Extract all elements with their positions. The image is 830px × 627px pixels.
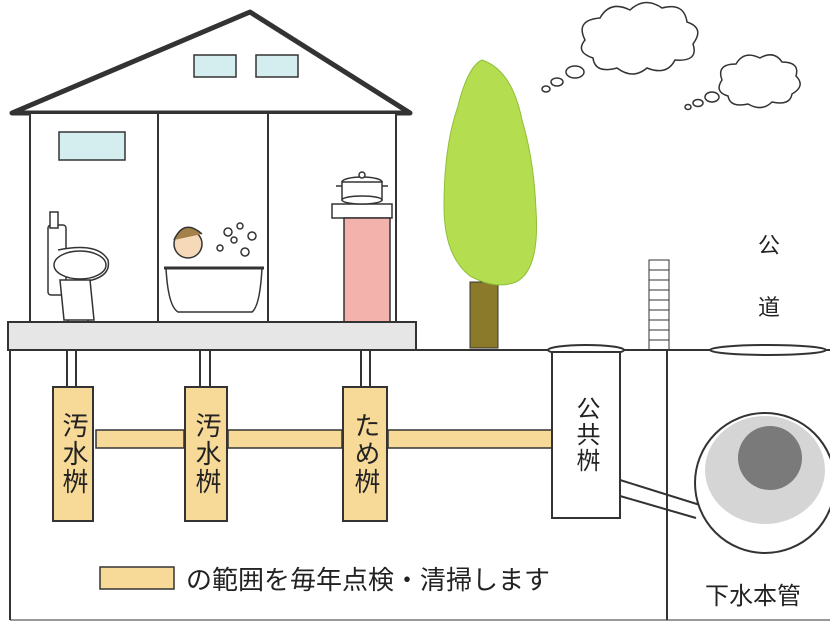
- storage-box-label-text: ため桝: [350, 412, 380, 496]
- window: [193, 54, 237, 78]
- sewer-main-icon: [694, 412, 830, 554]
- window: [255, 54, 299, 78]
- public-box-label-text: 公共桝: [572, 396, 600, 474]
- legend-text: の範囲を毎年点検・清掃します: [186, 566, 551, 596]
- sewage-box-label-text: 汚水桝: [191, 412, 221, 496]
- storage-box-label: ため桝: [342, 386, 388, 522]
- cloud-icon: [541, 1, 699, 93]
- road-label-char-1: 公: [758, 234, 781, 259]
- connecting-pipe: [227, 429, 343, 449]
- connecting-pipe: [95, 429, 185, 449]
- brick-wall-icon: [648, 259, 670, 351]
- connecting-pipe: [387, 429, 553, 449]
- main-pipe-label: 下水本管: [705, 582, 801, 610]
- sewage-box-label: 汚水桝: [52, 386, 94, 522]
- tree-icon: [443, 59, 538, 349]
- sewage-box-label-text: 汚水桝: [58, 412, 88, 496]
- road-label-char-2: 道: [758, 296, 781, 321]
- sink-icon: [331, 203, 393, 323]
- bathtub-icon: [164, 222, 264, 313]
- sewage-box-label: 汚水桝: [184, 386, 228, 522]
- house-foundation: [7, 321, 417, 351]
- drain-pipe: [66, 350, 371, 386]
- cloud-icon: [684, 54, 801, 111]
- pot-icon: [336, 171, 388, 205]
- public-box-label: 公共桝: [552, 380, 620, 490]
- window: [58, 131, 126, 161]
- storage-box: [342, 386, 388, 522]
- legend-swatch: [99, 566, 175, 590]
- sewage-box: [184, 386, 228, 522]
- sewage-box: [52, 386, 94, 522]
- public-box-frame: [551, 351, 621, 519]
- manhole-icon: [709, 344, 827, 356]
- toilet-icon: [47, 211, 110, 323]
